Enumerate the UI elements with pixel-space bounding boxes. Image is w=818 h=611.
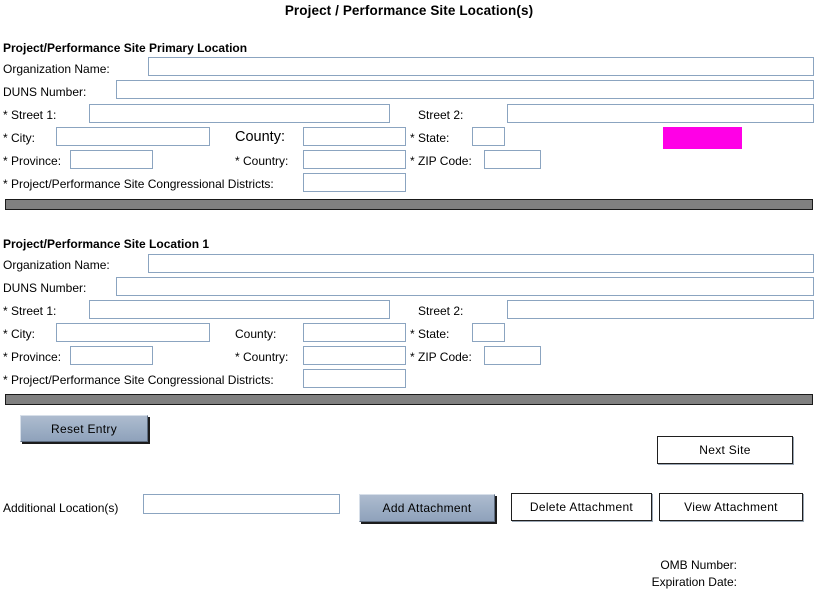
street2-input[interactable] xyxy=(507,300,814,319)
delete-attachment-button[interactable]: Delete Attachment xyxy=(511,493,652,521)
country-label: * Country: xyxy=(235,350,289,364)
state-label: * State: xyxy=(410,327,450,341)
city-input[interactable] xyxy=(56,323,210,342)
street1-label: * Street 1: xyxy=(3,304,57,318)
state-input[interactable] xyxy=(472,127,505,146)
duns-number-label: DUNS Number: xyxy=(3,85,87,99)
additional-locations-label: Additional Location(s) xyxy=(3,501,119,515)
duns-number-input[interactable] xyxy=(116,277,814,296)
highlight-marker xyxy=(663,127,742,149)
country-label: * Country: xyxy=(235,154,289,168)
page-title: Project / Performance Site Location(s) xyxy=(284,3,534,18)
city-input[interactable] xyxy=(56,127,210,146)
view-attachment-button[interactable]: View Attachment xyxy=(659,493,803,521)
zip-code-label: * ZIP Code: xyxy=(410,350,472,364)
county-input[interactable] xyxy=(303,127,406,146)
province-input[interactable] xyxy=(70,150,153,169)
province-input[interactable] xyxy=(70,346,153,365)
street1-label: * Street 1: xyxy=(3,108,57,122)
omb-number-label: OMB Number: xyxy=(660,558,737,572)
additional-locations-input[interactable] xyxy=(143,494,340,514)
county-label: County: xyxy=(235,327,277,341)
organization-name-label: Organization Name: xyxy=(3,62,110,76)
zip-code-input[interactable] xyxy=(484,346,541,365)
province-label: * Province: xyxy=(3,154,62,168)
state-label: * State: xyxy=(410,131,450,145)
congressional-districts-label: * Project/Performance Site Congressional… xyxy=(3,177,274,191)
city-label: * City: xyxy=(3,327,36,341)
street2-input[interactable] xyxy=(507,104,814,123)
section-separator-bar xyxy=(5,394,813,405)
state-input[interactable] xyxy=(472,323,505,342)
section-heading-primary-location: Project/Performance Site Primary Locatio… xyxy=(3,41,248,55)
organization-name-input[interactable] xyxy=(148,57,814,76)
street2-label: Street 2: xyxy=(418,108,464,122)
add-attachment-button[interactable]: Add Attachment xyxy=(359,494,495,522)
duns-number-label: DUNS Number: xyxy=(3,281,87,295)
county-label: County: xyxy=(235,129,285,145)
zip-code-label: * ZIP Code: xyxy=(410,154,472,168)
street1-input[interactable] xyxy=(89,104,390,123)
country-input[interactable] xyxy=(303,150,406,169)
street2-label: Street 2: xyxy=(418,304,464,318)
congressional-districts-input[interactable] xyxy=(303,369,406,388)
organization-name-label: Organization Name: xyxy=(3,258,110,272)
county-input[interactable] xyxy=(303,323,406,342)
section-separator-bar xyxy=(5,199,813,210)
congressional-districts-input[interactable] xyxy=(303,173,406,192)
congressional-districts-label: * Project/Performance Site Congressional… xyxy=(3,373,274,387)
city-label: * City: xyxy=(3,131,36,145)
duns-number-input[interactable] xyxy=(116,80,814,99)
province-label: * Province: xyxy=(3,350,62,364)
country-input[interactable] xyxy=(303,346,406,365)
zip-code-input[interactable] xyxy=(484,150,541,169)
expiration-date-label: Expiration Date: xyxy=(651,575,737,589)
next-site-button[interactable]: Next Site xyxy=(657,436,793,464)
street1-input[interactable] xyxy=(89,300,390,319)
reset-entry-button[interactable]: Reset Entry xyxy=(20,415,148,442)
organization-name-input[interactable] xyxy=(148,254,814,273)
section-heading-location-1: Project/Performance Site Location 1 xyxy=(3,237,210,251)
